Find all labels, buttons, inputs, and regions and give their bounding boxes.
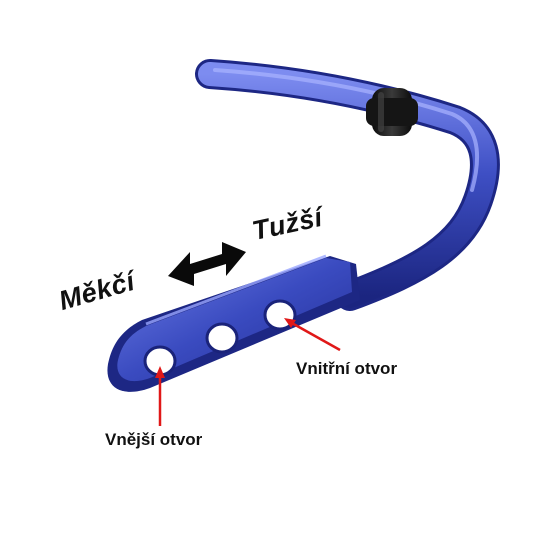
sway-bar-tube xyxy=(195,59,500,311)
outer-hole-label: Vnější otvor xyxy=(105,430,203,449)
middle-hole xyxy=(205,322,239,354)
sway-bar-arm xyxy=(107,254,360,392)
inner-hole-label: Vnitřní otvor xyxy=(296,359,398,378)
inner-hole-pointer xyxy=(284,318,341,352)
double-arrow-icon xyxy=(168,242,246,286)
outer-hole-pointer xyxy=(155,366,165,426)
bushing xyxy=(366,88,418,136)
